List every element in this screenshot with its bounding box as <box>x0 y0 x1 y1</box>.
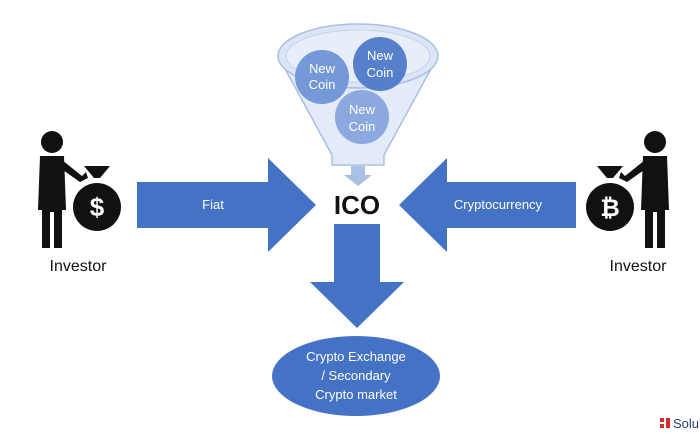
money-bag <box>73 183 121 231</box>
money-bag-top <box>84 166 110 178</box>
ellipse-shape <box>272 336 440 416</box>
dollar-symbol: $ <box>90 192 105 222</box>
watermark-logo-part <box>660 424 664 428</box>
watermark: Solu <box>660 416 699 431</box>
investor-head <box>644 131 666 153</box>
coin-label-line2: Coin <box>309 77 336 92</box>
crypto-arrow-label: Cryptocurrency <box>454 197 543 212</box>
watermark-text: Solu <box>673 416 699 431</box>
ico-label: ICO <box>334 190 380 220</box>
fiat-arrow: Fiat <box>137 158 316 252</box>
investor-head <box>41 131 63 153</box>
fiat-arrow-shape <box>137 158 316 252</box>
bitcoin-symbol: ₿ <box>600 194 620 222</box>
money-bag-top <box>597 166 623 178</box>
destination-line-1: Crypto Exchange <box>306 349 406 364</box>
watermark-logo-icon <box>660 418 664 422</box>
crypto-arrow-shape <box>399 158 576 252</box>
coin-label-line1: New <box>349 102 376 117</box>
coin-icon <box>335 90 389 144</box>
new-coin-1: New Coin <box>295 50 349 104</box>
coin-label-line2: Coin <box>349 119 376 134</box>
money-bag <box>586 183 634 231</box>
investor-left-label: Investor <box>50 258 108 275</box>
coin-icon <box>295 50 349 104</box>
watermark-logo-part <box>666 418 670 428</box>
investor-body <box>641 156 669 248</box>
destination-line-3: Crypto market <box>315 387 397 402</box>
fiat-arrow-label: Fiat <box>202 197 224 212</box>
investor-body <box>38 156 66 248</box>
investor-arm <box>619 160 647 182</box>
new-coin-2: New Coin <box>353 37 407 91</box>
coin-icon <box>353 37 407 91</box>
investor-dollar-bag-icon: $ <box>38 131 121 248</box>
coin-label-line2: Coin <box>367 65 394 80</box>
down-arrow <box>310 224 404 328</box>
coin-label-line1: New <box>367 48 394 63</box>
destination-line-2: / Secondary <box>321 368 391 383</box>
investor-bitcoin-bag-icon: ₿ <box>586 131 669 248</box>
crypto-arrow: Cryptocurrency <box>399 158 576 252</box>
investor-arm <box>60 160 88 182</box>
destination-ellipse: Crypto Exchange / Secondary Crypto marke… <box>272 336 440 416</box>
coin-label-line1: New <box>309 61 336 76</box>
new-coin-3: New Coin <box>335 90 389 144</box>
funnel-output-arrow <box>344 166 372 186</box>
investor-right-label: Investor <box>610 258 668 275</box>
